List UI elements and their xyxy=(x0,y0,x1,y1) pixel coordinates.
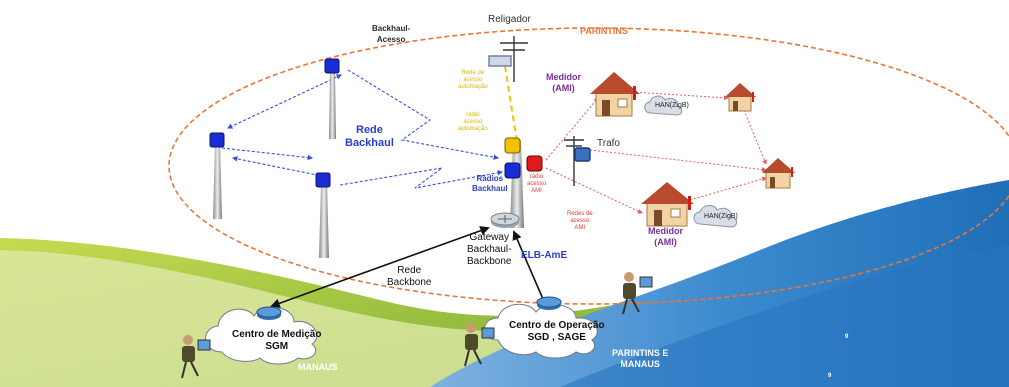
trafo-label: Trafo xyxy=(597,138,620,149)
operator-icon xyxy=(622,272,653,315)
blue-wave-highlight xyxy=(560,246,1009,387)
han-top-label: HAN(ZigB) xyxy=(655,102,689,109)
cloud-icon xyxy=(484,303,598,359)
utility-pole-icon xyxy=(488,36,528,82)
cloud-icon xyxy=(644,95,683,116)
backhaul-links xyxy=(221,69,504,189)
central-tower-icon xyxy=(504,137,543,228)
router-icon xyxy=(536,296,562,310)
religador-label: Religador xyxy=(488,14,531,25)
router-icon xyxy=(490,212,520,228)
operator-icon xyxy=(181,335,211,379)
ami-links xyxy=(545,91,767,214)
han-bottom-label: HAN(ZigB) xyxy=(704,213,738,220)
medidor-ami-top-label: Medidor(AMI) xyxy=(546,72,581,93)
tower-icon xyxy=(209,132,225,219)
cloud-icon xyxy=(205,307,318,365)
page-number: 9 xyxy=(828,373,832,379)
cloud-icon xyxy=(693,204,738,228)
backhaul-acesso-label: Backhaul-Acesso xyxy=(372,24,411,44)
automation-link xyxy=(504,65,518,143)
operator-icon xyxy=(464,323,495,367)
house-icon xyxy=(725,83,756,112)
manaus-label: MANAUS xyxy=(298,362,338,372)
router-icon xyxy=(256,306,282,320)
parintins-label: PARINTINS xyxy=(580,26,628,36)
transformer-icon xyxy=(564,136,591,186)
house-icon xyxy=(641,182,694,227)
house-icon xyxy=(590,72,640,117)
page-number: 9 xyxy=(845,334,849,340)
medidor-ami-bottom-label: Medidor(AMI) xyxy=(648,226,683,247)
house-icon xyxy=(762,158,795,189)
backbone-links xyxy=(270,226,548,308)
tower-icon xyxy=(324,58,340,139)
tower-icon xyxy=(315,172,331,258)
elb-ame-label: ELB-AmE xyxy=(521,250,568,261)
